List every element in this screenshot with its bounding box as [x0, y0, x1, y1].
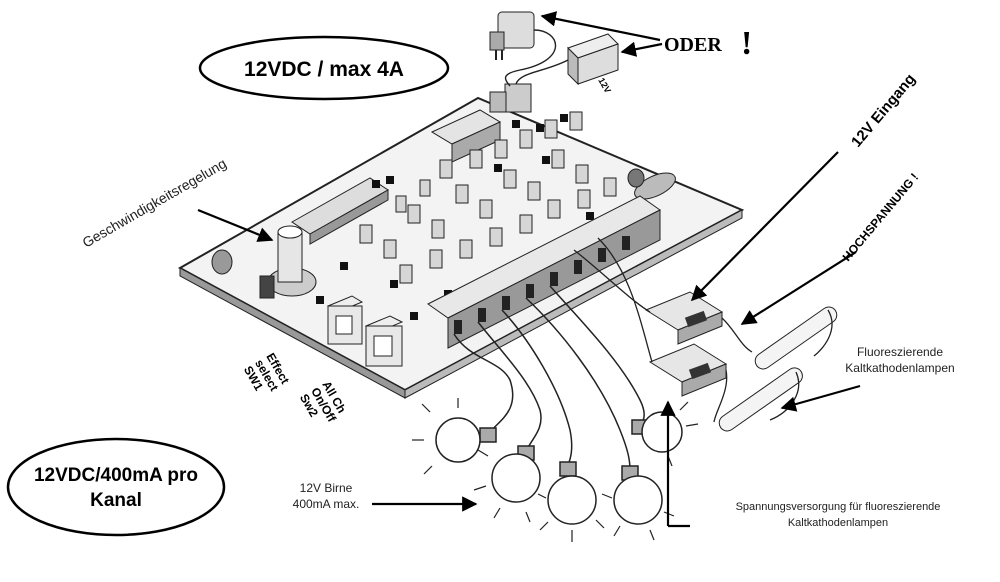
bulb-rays: [412, 398, 699, 542]
bulb-icon: [613, 465, 663, 525]
ccfl-tubes: [718, 306, 838, 432]
effect-switch-label: Effect select SW1: [241, 351, 292, 394]
all-channels-switch-label: All Ch On/Off Sw2: [297, 379, 349, 426]
board-components: [211, 83, 676, 367]
input-12v-label: 12V Eingang: [848, 71, 919, 151]
psu-label-2: Kaltkathodenlampen: [788, 517, 888, 529]
bulb-label-2: 400mA max.: [293, 497, 360, 511]
supply-rating-label: 12VDC / max 4A: [244, 58, 404, 81]
fluorescent-label-1: Fluoreszierende: [857, 345, 943, 359]
module-wires: [573, 237, 833, 423]
bulb-wires: [453, 285, 645, 471]
bulb-icon: [547, 461, 597, 525]
battery-label: 12V: [596, 76, 613, 95]
annotation-arrows: [197, 11, 861, 512]
high-voltage-label: HOCHSPANNUNG !: [840, 170, 922, 264]
channel-rating-label-1: 12VDC/400mA pro: [34, 465, 198, 486]
channel-rating-label-2: Kanal: [90, 490, 142, 511]
psu-label-1: Spannungsversorgung für fluoreszierende: [736, 501, 941, 513]
supply-wires: [504, 29, 569, 87]
inverter-modules: [644, 291, 728, 397]
bulb-label-1: 12V Birne: [300, 481, 353, 495]
oder-label: ODER: [664, 34, 722, 56]
power-adapter-icon: [489, 11, 535, 60]
supply-callout: [198, 35, 450, 101]
bulb-icon: [491, 445, 541, 503]
fluorescent-label-2: Kaltkathodenlampen: [845, 361, 954, 375]
channel-callout: [6, 437, 226, 537]
bulb-icon: [435, 417, 497, 463]
speed-control-label: Geschwindigkeitsregelung: [80, 155, 230, 251]
bulb-icon: [631, 411, 683, 453]
battery-icon: 12V: [567, 33, 619, 95]
exclamation-mark: !: [741, 25, 752, 62]
light-bulbs: [435, 411, 683, 525]
